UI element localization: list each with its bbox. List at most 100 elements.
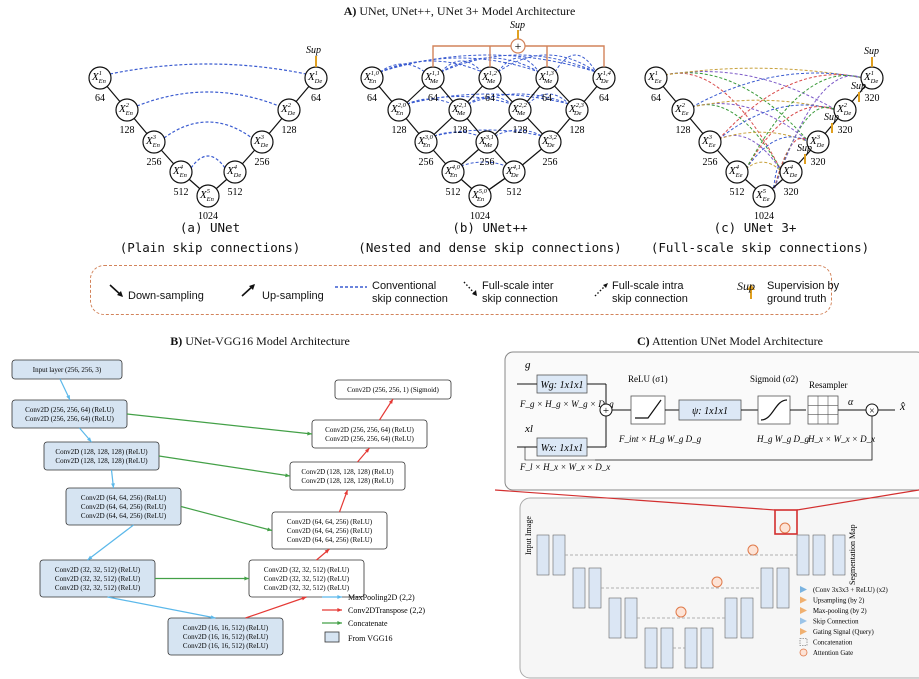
enc-col-1	[536, 534, 550, 576]
attn-legend-icon-4	[800, 628, 807, 635]
vgg-encoder-1-line-0: Conv2D (128, 128, 128) (ReLU)	[55, 448, 148, 456]
enc-col-8	[660, 627, 674, 669]
enc-col-6	[624, 597, 638, 639]
unet3p-node-0	[644, 66, 668, 90]
unetpp-node-11	[565, 98, 589, 122]
bottom-col-1	[684, 627, 698, 669]
vgg-legend-label-2: Concatenate	[348, 619, 388, 628]
resampler-label: Resampler	[809, 380, 848, 390]
unet3p-skip-5-3	[745, 161, 783, 173]
unetpp-node-12-num: 256	[480, 157, 495, 168]
unet3p-node-7	[833, 98, 857, 122]
vgg-decoder-3-line-0: Conv2D (256, 256, 64) (ReLU)	[325, 426, 414, 434]
section-b-diagram: Input layer (256, 256, 3)Conv2D (256, 25…	[11, 359, 452, 656]
unetpp-node-6-num: 64	[485, 93, 495, 104]
inter-skip-arrowhead-icon	[472, 290, 477, 296]
vgg-concat-1-head	[285, 473, 290, 478]
x-to-mult	[595, 416, 873, 461]
dec-col-6	[812, 534, 826, 576]
vgg-legend-arrow-2-head	[337, 621, 342, 625]
unetpp-skip-r1-1-3	[440, 54, 597, 73]
vgg-legend-label-3: From VGG16	[348, 634, 393, 643]
unet-node-7	[277, 98, 301, 122]
vgg-encoder-1	[43, 441, 160, 471]
alpha-label: α	[848, 397, 854, 408]
vgg-encoder-2-line-1: Conv2D (64, 64, 256) (ReLU)	[81, 503, 167, 511]
unetpp-node-7-num: 64	[542, 93, 552, 104]
unet3p-sup-label-0: Sup	[797, 143, 812, 154]
dec-col-2	[740, 597, 754, 639]
vgg-decoder-1-line-2: Conv2D (64, 64, 256) (ReLU)	[287, 536, 373, 544]
vgg-decoder-0-line-1: Conv2D (32, 32, 512) (ReLU)	[264, 575, 350, 583]
vgg-encoder-2-line-0: Conv2D (64, 64, 256) (ReLU)	[81, 494, 167, 502]
vgg-maxpool-1-head	[111, 483, 115, 488]
vgg-convT-3-head	[365, 448, 370, 453]
unetpp-node-9-num: 128	[453, 125, 468, 136]
vgg-decoder-3-line-1: Conv2D (256, 256, 64) (ReLU)	[325, 435, 414, 443]
vgg-encoder-4	[167, 617, 284, 656]
unetpp-node-2	[414, 130, 438, 154]
unet-subcaption: (Plain skip connections)	[119, 240, 301, 255]
unet3p-node-3	[725, 160, 749, 184]
unetpp-plus-icon: +	[515, 39, 522, 53]
dec-col-3	[760, 567, 774, 609]
vgg-concat-0-head	[307, 431, 312, 436]
unet-node-5	[223, 160, 247, 184]
enc-col-4	[588, 567, 602, 609]
attn-legend-label-3: Skip Connection	[813, 619, 859, 626]
vgg-convT-out-head	[388, 399, 393, 404]
attn-legend-label-4: Gating Signal (Query)	[813, 629, 874, 636]
legend-up-sampling: Up-sampling	[262, 290, 324, 302]
attn-legend-icon-2	[800, 607, 807, 614]
unetpp-node-8-num: 64	[599, 93, 609, 104]
vgg-legend-label-1: Conv2DTranspose (2,2)	[348, 606, 425, 615]
vgg-encoder-0	[11, 399, 128, 429]
unet-caption: (a) UNet	[179, 220, 241, 235]
vgg-maxpool-2	[87, 524, 134, 561]
unet3p-node-4	[752, 184, 776, 208]
vgg-concat-1	[158, 455, 291, 477]
segmentation-map-label: Segmentation Map	[848, 524, 857, 585]
attn-legend-icon-0	[800, 586, 807, 593]
unetpp-skip-r1-0-2	[379, 57, 540, 73]
vgg-decoder-0-line-2: Conv2D (32, 32, 512) (ReLU)	[264, 584, 350, 592]
section-a-legend	[90, 265, 832, 315]
vgg-maxpool-2-head	[87, 555, 93, 560]
unet3p-skip-7-1	[691, 99, 837, 111]
unet3p-node-5	[779, 160, 803, 184]
vgg-maxpool-0-head	[87, 437, 92, 442]
section-b-title: B) UNet-VGG16 Model Architecture	[170, 334, 350, 348]
section-a-legend-icons	[109, 281, 755, 299]
vgg-convT-2-head	[344, 490, 348, 495]
vgg-encoder-4-line-0: Conv2D (16, 16, 512) (ReLU)	[183, 624, 269, 632]
enc-col-3	[572, 567, 586, 609]
dec-col-7	[832, 534, 846, 576]
enc-col-7	[644, 627, 658, 669]
unet-node-6-num: 256	[255, 157, 270, 168]
relu-label: ReLU (σ1)	[628, 374, 668, 384]
supervision-arrowhead-icon	[747, 284, 755, 290]
unetpp-skip-r3-0-1	[433, 129, 543, 137]
unet-skip-3	[190, 155, 226, 169]
unetpp-skip-r2-0-2	[406, 93, 570, 105]
up-sampling-arrowhead-icon	[249, 284, 255, 290]
unet3p-skip-6-3	[745, 136, 810, 170]
unetpp-node-13-num: 256	[543, 157, 558, 168]
unet-node-6	[250, 130, 274, 154]
relu-icon	[635, 399, 662, 419]
vgg-concat-3-head	[244, 576, 249, 581]
highlight-line-left	[495, 489, 776, 511]
dec-col-4	[776, 567, 790, 609]
x-skip-line	[524, 447, 595, 461]
unetpp-node-2-num: 256	[419, 157, 434, 168]
unetpp-sup-label: Sup	[510, 20, 525, 31]
fg-dims: F_g × H_g × W_g × D_g	[519, 399, 614, 409]
